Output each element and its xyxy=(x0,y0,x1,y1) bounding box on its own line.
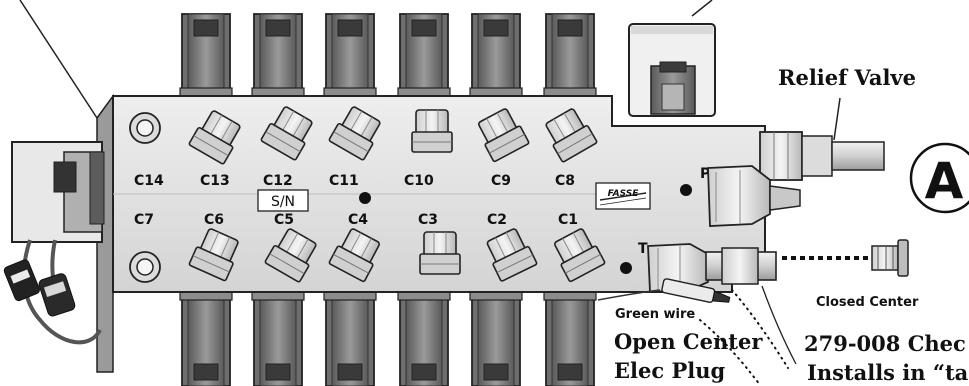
solenoid-coil xyxy=(179,289,233,386)
callout-check-valve-line2: Installs in “ta xyxy=(807,360,969,385)
port-fitting xyxy=(486,228,538,282)
port-fitting xyxy=(328,106,381,161)
leader-line-dotted xyxy=(731,289,789,369)
solenoid-coil xyxy=(251,13,305,99)
port-fitting xyxy=(188,110,241,165)
port-label-pressure: P xyxy=(700,166,710,182)
port-fitting xyxy=(411,109,453,153)
port-fitting xyxy=(419,231,461,275)
solenoid-coil xyxy=(543,13,597,99)
brand-logo: FASSE xyxy=(595,182,651,210)
port-label-c8: C8 xyxy=(555,173,575,189)
bottom-solenoid-coils xyxy=(179,289,597,386)
leader-line-top-center xyxy=(691,0,713,17)
port-fitting xyxy=(328,228,380,283)
port-label-c13: C13 xyxy=(200,173,230,189)
bottom-port-fittings xyxy=(188,228,606,283)
leader-line-dotted xyxy=(699,319,761,386)
serial-number-tag: S/N xyxy=(257,189,309,212)
port-fitting xyxy=(545,108,598,163)
green-wire-connector xyxy=(597,278,731,304)
port-label-tank: T xyxy=(638,241,648,257)
solenoid-coil xyxy=(543,289,597,386)
port-label-c5: C5 xyxy=(274,212,294,228)
solenoid-coil xyxy=(469,289,523,386)
callout-closed-center: Closed Center xyxy=(816,295,919,310)
relief-valve-solenoid xyxy=(628,23,716,117)
port-label-c2: C2 xyxy=(487,212,507,228)
solenoid-coil xyxy=(179,13,233,99)
port-label-c1: C1 xyxy=(558,212,578,228)
solenoid-coil xyxy=(323,289,377,386)
solenoid-coil xyxy=(323,13,377,99)
port-label-c3: C3 xyxy=(418,212,438,228)
leader-line-top-left xyxy=(19,0,98,119)
port-fitting xyxy=(188,228,239,282)
relief-valve-cartridge xyxy=(759,97,885,181)
callout-open-center-line2: Elec Plug xyxy=(614,358,725,383)
port-fitting xyxy=(264,228,317,283)
leader-line-solid xyxy=(761,285,797,365)
port-label-c11: C11 xyxy=(329,173,359,189)
port-fitting xyxy=(478,108,530,163)
solenoid-coil xyxy=(251,289,305,386)
port-dot xyxy=(359,192,371,204)
callout-green-wire: Green wire xyxy=(615,307,695,322)
mounting-hole xyxy=(129,251,161,283)
mounting-hole xyxy=(129,112,161,144)
port-label-c9: C9 xyxy=(491,173,511,189)
port-fitting xyxy=(554,228,606,283)
top-port-fittings xyxy=(188,106,598,165)
pressure-port-fitting xyxy=(707,165,801,227)
port-label-c10: C10 xyxy=(404,173,434,189)
callout-open-center-line1: Open Center xyxy=(614,329,763,354)
port-label-c6: C6 xyxy=(204,212,224,228)
port-fitting xyxy=(260,106,313,161)
port-label-c4: C4 xyxy=(348,212,368,228)
port-label-c7: C7 xyxy=(134,212,154,228)
port-label-c14: C14 xyxy=(134,173,164,189)
top-solenoid-coils xyxy=(179,13,597,99)
solenoid-coil xyxy=(469,13,523,99)
callout-relief-valve: Relief Valve xyxy=(778,65,916,90)
svg-text:A: A xyxy=(925,152,964,210)
solenoid-coil xyxy=(397,13,451,99)
svg-text:FASSE: FASSE xyxy=(608,189,640,199)
serial-number-label: S/N xyxy=(271,194,295,210)
port-dot xyxy=(680,184,692,196)
callout-marker-a: A xyxy=(909,142,969,214)
port-dot xyxy=(620,262,632,274)
solenoid-coil xyxy=(397,289,451,386)
closed-center-plug xyxy=(782,239,909,277)
wire-harness xyxy=(3,239,102,345)
leader-line-relief-valve xyxy=(833,97,841,141)
callout-check-valve-line1: 279-008 Chec xyxy=(804,331,966,356)
port-label-c12: C12 xyxy=(263,173,293,189)
open-center-electrical-plug xyxy=(11,141,105,243)
